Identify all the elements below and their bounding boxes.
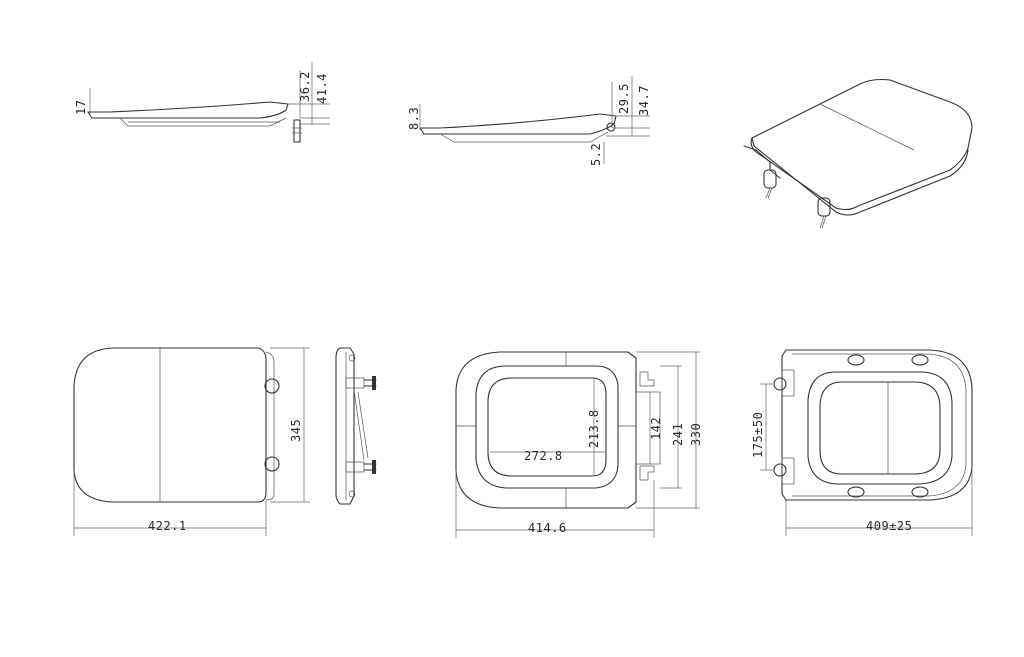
top-view-right-half (159, 347, 267, 503)
label-hinge-span: 142 (649, 417, 663, 440)
buffer-top (264, 378, 280, 394)
top-view: 422.1 345 (73, 347, 310, 536)
lid-profile (419, 113, 617, 135)
label-side2-b: 34.7 (637, 85, 651, 116)
hinge-bolt-bottom (773, 463, 787, 477)
hinge-view-ring-outer (807, 371, 953, 485)
narrow-side-view (335, 347, 377, 505)
bumper-top-left (847, 354, 865, 366)
label-side2-left: 8.3 (407, 107, 421, 130)
label-side1-b: 41.4 (315, 73, 329, 104)
side-view-1: 17 36.2 41.4 (74, 62, 330, 143)
underside-ring-outer (475, 365, 619, 489)
hinge-view-ring-inner (819, 381, 941, 475)
label-side1-a: 36.2 (298, 71, 312, 102)
hinge-circle (606, 122, 616, 132)
bumper-bottom-left (847, 486, 865, 498)
hinge-pin (293, 119, 301, 143)
label-top-height: 345 (289, 419, 303, 442)
hinge-plate (635, 391, 661, 465)
label-side1-left: 17 (74, 100, 88, 115)
label-top-width: 422.1 (148, 519, 187, 533)
lid-side-edge (751, 137, 969, 216)
label-span-c: 330 (689, 423, 703, 446)
buffer-bottom (264, 456, 280, 472)
lid-top-surface (750, 78, 973, 211)
label-span-b: 241 (671, 423, 685, 446)
hinge-view: 175±50 409±25 (751, 349, 973, 536)
bumper-bottom-right (911, 486, 929, 498)
bumper-top-right (911, 354, 929, 366)
label-inner-width: 272.8 (524, 449, 563, 463)
side-view-2: 8.3 29.5 34.7 5.2 (407, 76, 651, 166)
label-underside-width: 414.6 (528, 521, 567, 535)
hinge-bolt-top (773, 377, 787, 391)
lid-crease (819, 103, 915, 151)
label-inner-height: 213.8 (587, 409, 601, 448)
top-view-left-half (73, 347, 161, 503)
label-side2-bottom: 5.2 (589, 143, 603, 166)
isometric-view (743, 78, 973, 229)
hinge-right (817, 197, 831, 217)
underside-ring-inner (487, 377, 607, 477)
lid-underside (439, 131, 609, 143)
label-hinge-adjust: 175±50 (751, 412, 765, 458)
narrow-view-body (335, 347, 355, 505)
seat-profile (87, 101, 289, 119)
label-hinge-view-width: 409±25 (866, 519, 912, 533)
underside-outline (455, 351, 637, 509)
underside-view: 272.8 213.8 142 241 330 414.6 (455, 351, 703, 538)
label-side2-a: 29.5 (617, 83, 631, 114)
